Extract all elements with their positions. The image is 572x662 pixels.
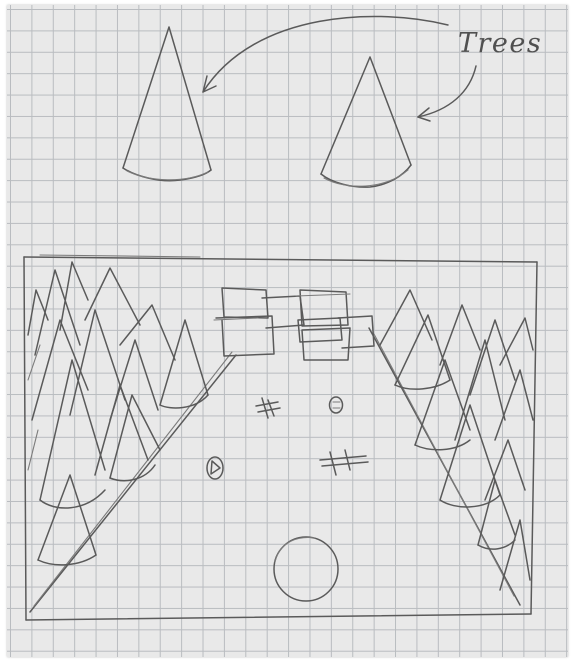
player-circle — [274, 537, 338, 601]
log-large — [320, 450, 368, 475]
right-forest — [380, 290, 533, 590]
coin-item — [330, 397, 343, 413]
trees-annotation: Trees — [458, 28, 542, 59]
reference-tree-left — [123, 27, 211, 181]
triangle-coin — [207, 457, 223, 479]
rectangle-cluster — [214, 288, 374, 360]
log-small — [256, 398, 280, 418]
left-forest — [28, 262, 208, 565]
reference-tree-right — [321, 57, 411, 187]
arrow-to-left-tree — [203, 16, 448, 92]
arrow-to-right-tree — [418, 66, 476, 121]
